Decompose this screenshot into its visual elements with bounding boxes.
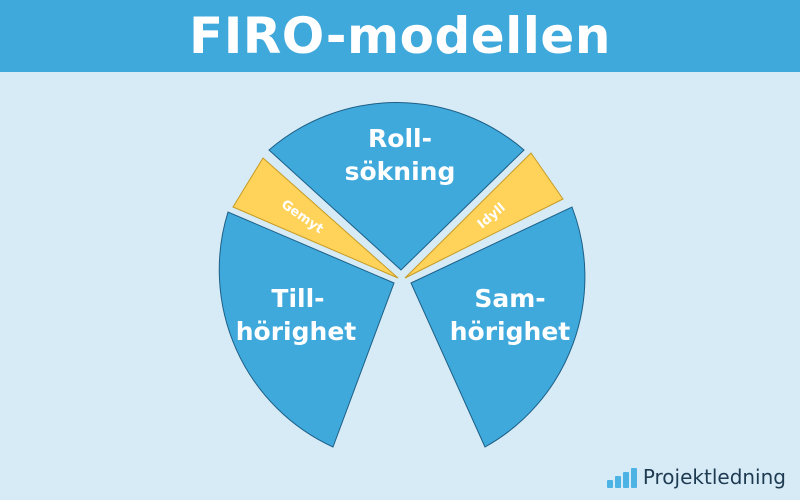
segment-tillhorighet [218, 211, 395, 448]
label-tillhorighet-line1: Till- [271, 284, 324, 313]
wedge-gemyt [232, 157, 399, 279]
page-title: FIRO-modellen [189, 7, 611, 65]
title-banner: FIRO-modellen [0, 0, 800, 72]
segment-samhorighet [410, 206, 586, 448]
label-tillhorighet-line2: hörighet [236, 317, 357, 346]
label-samhorighet-line2: hörighet [450, 317, 571, 346]
wedge-idyll [404, 152, 564, 279]
label-rollsokning-line2: sökning [345, 157, 456, 186]
label-samhorighet-line1: Sam- [474, 284, 545, 313]
brand-logo: Projektledning [606, 465, 786, 489]
label-rollsokning-line1: Roll- [368, 124, 432, 153]
brand-name: Projektledning [642, 465, 786, 489]
segment-rollsokning [268, 102, 525, 271]
bar-chart-icon [606, 468, 637, 488]
